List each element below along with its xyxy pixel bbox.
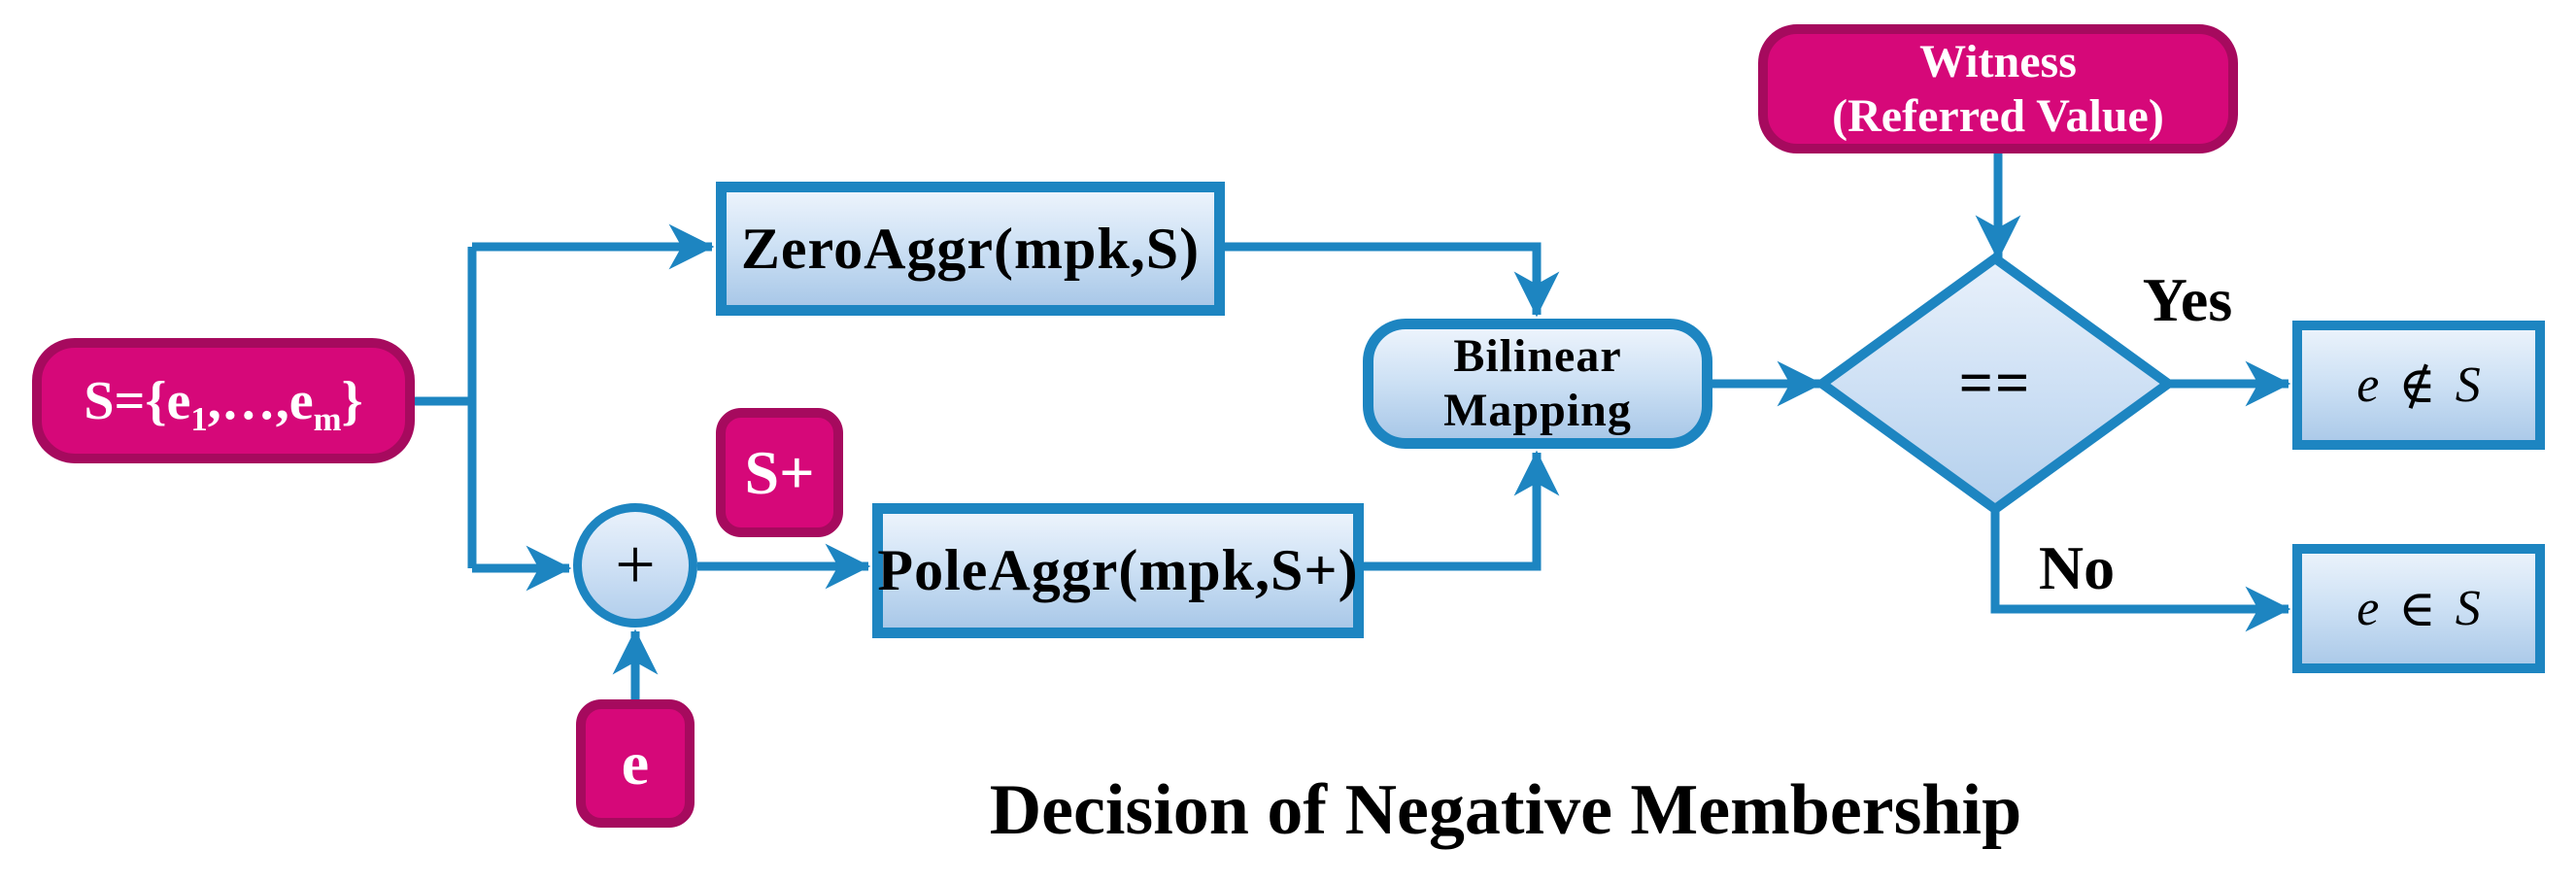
diagram-title: Decision of Negative Membership	[989, 770, 2022, 850]
plus-junction-label: +	[615, 525, 656, 605]
decision-label: ==	[1958, 351, 2032, 417]
poleaggr-label: PoleAggr(mpk,S+)	[877, 538, 1359, 602]
bilinear-label: Bilinear Mapping	[1443, 330, 1632, 436]
zeroaggr-node: ZeroAggr(mpk,S)	[716, 182, 1225, 316]
connector-no-branch	[1990, 509, 2291, 632]
zeroaggr-label: ZeroAggr(mpk,S)	[740, 216, 1201, 281]
element-of-symbol: ∈	[2398, 579, 2436, 638]
poleaggr-node: PoleAggr(mpk,S+)	[872, 503, 1364, 638]
e-input-node: e	[576, 699, 695, 828]
result-not-member-var: e	[2356, 357, 2380, 413]
s-plus-label: S+	[744, 437, 815, 507]
bilinear-node: Bilinear Mapping	[1363, 319, 1712, 449]
result-not-member-set: S	[2455, 357, 2481, 413]
s-set-node: S={e1,…,em}	[32, 338, 415, 463]
plus-junction-node: +	[573, 503, 697, 628]
s-plus-node: S+	[716, 408, 843, 537]
result-not-member-node: e ∉ S	[2292, 321, 2545, 450]
yes-label: Yes	[2142, 265, 2233, 334]
result-member-set: S	[2455, 581, 2481, 636]
not-element-of-symbol: ∉	[2398, 356, 2436, 415]
connector-poleaggr-to-bilinear	[1364, 450, 1560, 571]
connector-zeroaggr-to-bilinear	[1225, 242, 1560, 318]
no-label: No	[2038, 533, 2116, 602]
witness-node: Witness (Referred Value)	[1758, 24, 2238, 153]
result-member-node: e ∈ S	[2292, 544, 2545, 673]
s-set-label: S={e1,…,em}	[84, 370, 363, 438]
witness-label: Witness (Referred Value)	[1832, 35, 2164, 142]
result-member-var: e	[2356, 581, 2380, 636]
e-input-label: e	[621, 729, 650, 798]
